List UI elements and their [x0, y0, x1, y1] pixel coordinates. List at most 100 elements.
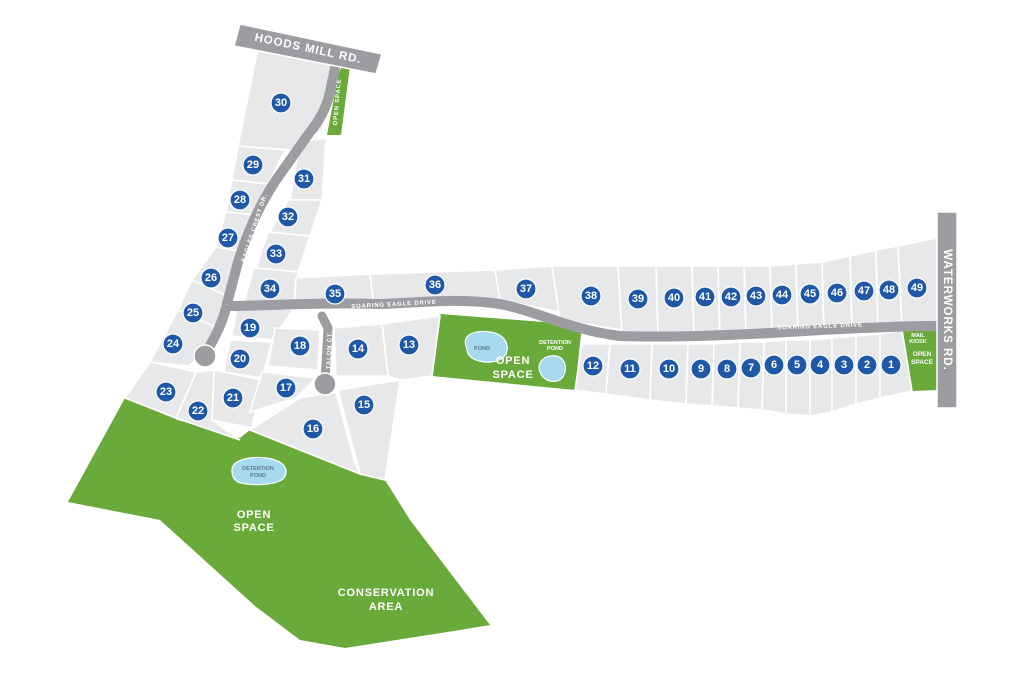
lot-badge-41[interactable]: 41 [694, 286, 716, 308]
lot-badge-9[interactable]: 9 [690, 358, 712, 380]
eagles-crest-drive[interactable] [201, 63, 340, 357]
pond-label: POND [474, 346, 490, 352]
detention-pond-sw[interactable] [231, 456, 287, 486]
lot-badge-22[interactable]: 22 [187, 400, 209, 422]
lot-badge-19[interactable]: 19 [239, 317, 261, 339]
svg-text:12: 12 [587, 360, 599, 372]
svg-text:15: 15 [358, 399, 370, 411]
lot-badge-16[interactable]: 16 [302, 418, 324, 440]
svg-text:1: 1 [888, 359, 894, 371]
svg-text:43: 43 [750, 290, 762, 302]
lot-badge-5[interactable]: 5 [786, 354, 808, 376]
lot-badge-37[interactable]: 37 [515, 278, 537, 300]
svg-text:37: 37 [520, 283, 532, 295]
lot-badge-3[interactable]: 3 [833, 354, 855, 376]
lot-badge-6[interactable]: 6 [763, 354, 785, 376]
lot-6[interactable] [761, 339, 787, 415]
lot-badge-27[interactable]: 27 [217, 227, 239, 249]
svg-text:39: 39 [632, 293, 644, 305]
svg-text:49: 49 [911, 282, 923, 294]
svg-text:42: 42 [725, 291, 737, 303]
svg-text:47: 47 [858, 285, 870, 297]
svg-text:19: 19 [244, 322, 256, 334]
lot-badges: 1 2 3 4 5 6 7 8 9 10 11 12 13 14 15 16 1… [155, 92, 928, 440]
lot-badge-12[interactable]: 12 [582, 355, 604, 377]
lot-badge-17[interactable]: 17 [275, 377, 297, 399]
lot-badge-21[interactable]: 21 [222, 387, 244, 409]
lot-badge-10[interactable]: 10 [658, 358, 680, 380]
open-space-east-label-2: SPACE [911, 359, 934, 366]
lot-badge-46[interactable]: 46 [826, 282, 848, 304]
waterworks-road-sign[interactable]: WATERWORKS RD. [936, 211, 958, 409]
mail-kiosk-label-2: KIOSK [909, 339, 926, 345]
lot-badge-2[interactable]: 2 [856, 354, 878, 376]
lot-4[interactable] [809, 337, 833, 417]
svg-text:24: 24 [167, 338, 180, 350]
open-space-east[interactable] [902, 326, 937, 391]
svg-text:20: 20 [234, 353, 246, 365]
svg-text:34: 34 [264, 283, 277, 295]
lot-badge-15[interactable]: 15 [353, 394, 375, 416]
svg-text:13: 13 [403, 339, 415, 351]
svg-text:35: 35 [329, 288, 341, 300]
lot-badge-24[interactable]: 24 [162, 333, 184, 355]
lot-badge-38[interactable]: 38 [580, 285, 602, 307]
lot-badge-42[interactable]: 42 [720, 286, 742, 308]
lot-badge-20[interactable]: 20 [229, 348, 251, 370]
lot-badge-40[interactable]: 40 [663, 287, 685, 309]
svg-text:10: 10 [663, 363, 675, 375]
lot-badge-32[interactable]: 32 [277, 206, 299, 228]
lot-badge-34[interactable]: 34 [259, 278, 281, 300]
lot-badge-44[interactable]: 44 [771, 284, 793, 306]
svg-text:45: 45 [804, 288, 816, 300]
lot-badge-48[interactable]: 48 [878, 279, 900, 301]
lot-5[interactable] [785, 339, 811, 417]
lot-badge-26[interactable]: 26 [200, 267, 222, 289]
svg-text:11: 11 [624, 363, 636, 375]
svg-text:18: 18 [294, 340, 306, 352]
lot-badge-11[interactable]: 11 [619, 358, 641, 380]
open-space-north-label: OPEN SPACE [333, 78, 343, 125]
talon-court[interactable] [317, 311, 333, 387]
lot-badge-33[interactable]: 33 [265, 243, 287, 265]
talon-court-road-label: TALON CT. [326, 331, 333, 369]
detention-pond-center-label-1: DETENTION [539, 340, 571, 346]
svg-text:22: 22 [192, 405, 204, 417]
lot-badge-29[interactable]: 29 [242, 154, 264, 176]
waterworks-road-label: WATERWORKS RD. [941, 249, 953, 371]
lot-badge-13[interactable]: 13 [398, 334, 420, 356]
svg-text:48: 48 [883, 284, 895, 296]
lot-badge-43[interactable]: 43 [745, 285, 767, 307]
lot-badge-47[interactable]: 47 [853, 280, 875, 302]
open-space-north-strip[interactable] [327, 66, 350, 135]
lot-badge-30[interactable]: 30 [270, 92, 292, 114]
eagles-crest-cul-de-sac [193, 344, 217, 368]
svg-text:31: 31 [298, 173, 310, 185]
lot-badge-35[interactable]: 35 [324, 283, 346, 305]
lot-badge-14[interactable]: 14 [347, 338, 369, 360]
lot-badge-45[interactable]: 45 [799, 283, 821, 305]
svg-text:28: 28 [234, 194, 246, 206]
lot-badge-49[interactable]: 49 [906, 277, 928, 299]
soaring-eagle-drive[interactable] [223, 295, 941, 342]
svg-text:25: 25 [187, 307, 199, 319]
lot-badge-18[interactable]: 18 [289, 335, 311, 357]
lot-badge-1[interactable]: 1 [880, 354, 902, 376]
conservation-area[interactable] [68, 398, 490, 648]
svg-text:46: 46 [831, 287, 843, 299]
open-space-center-label-2: SPACE [492, 369, 533, 381]
lot-badge-25[interactable]: 25 [182, 302, 204, 324]
svg-text:8: 8 [724, 363, 730, 375]
lot-badge-8[interactable]: 8 [716, 358, 738, 380]
lot-badge-7[interactable]: 7 [740, 357, 762, 379]
lot-badge-28[interactable]: 28 [229, 189, 251, 211]
svg-text:5: 5 [794, 359, 800, 371]
lot-badge-31[interactable]: 31 [293, 168, 315, 190]
detention-pond-center[interactable] [538, 355, 566, 382]
lot-badge-39[interactable]: 39 [627, 288, 649, 310]
svg-text:21: 21 [227, 392, 239, 404]
lot-badge-4[interactable]: 4 [809, 354, 831, 376]
lot-badge-23[interactable]: 23 [155, 381, 177, 403]
lot-badge-36[interactable]: 36 [424, 274, 446, 296]
pond-center[interactable] [464, 330, 508, 363]
